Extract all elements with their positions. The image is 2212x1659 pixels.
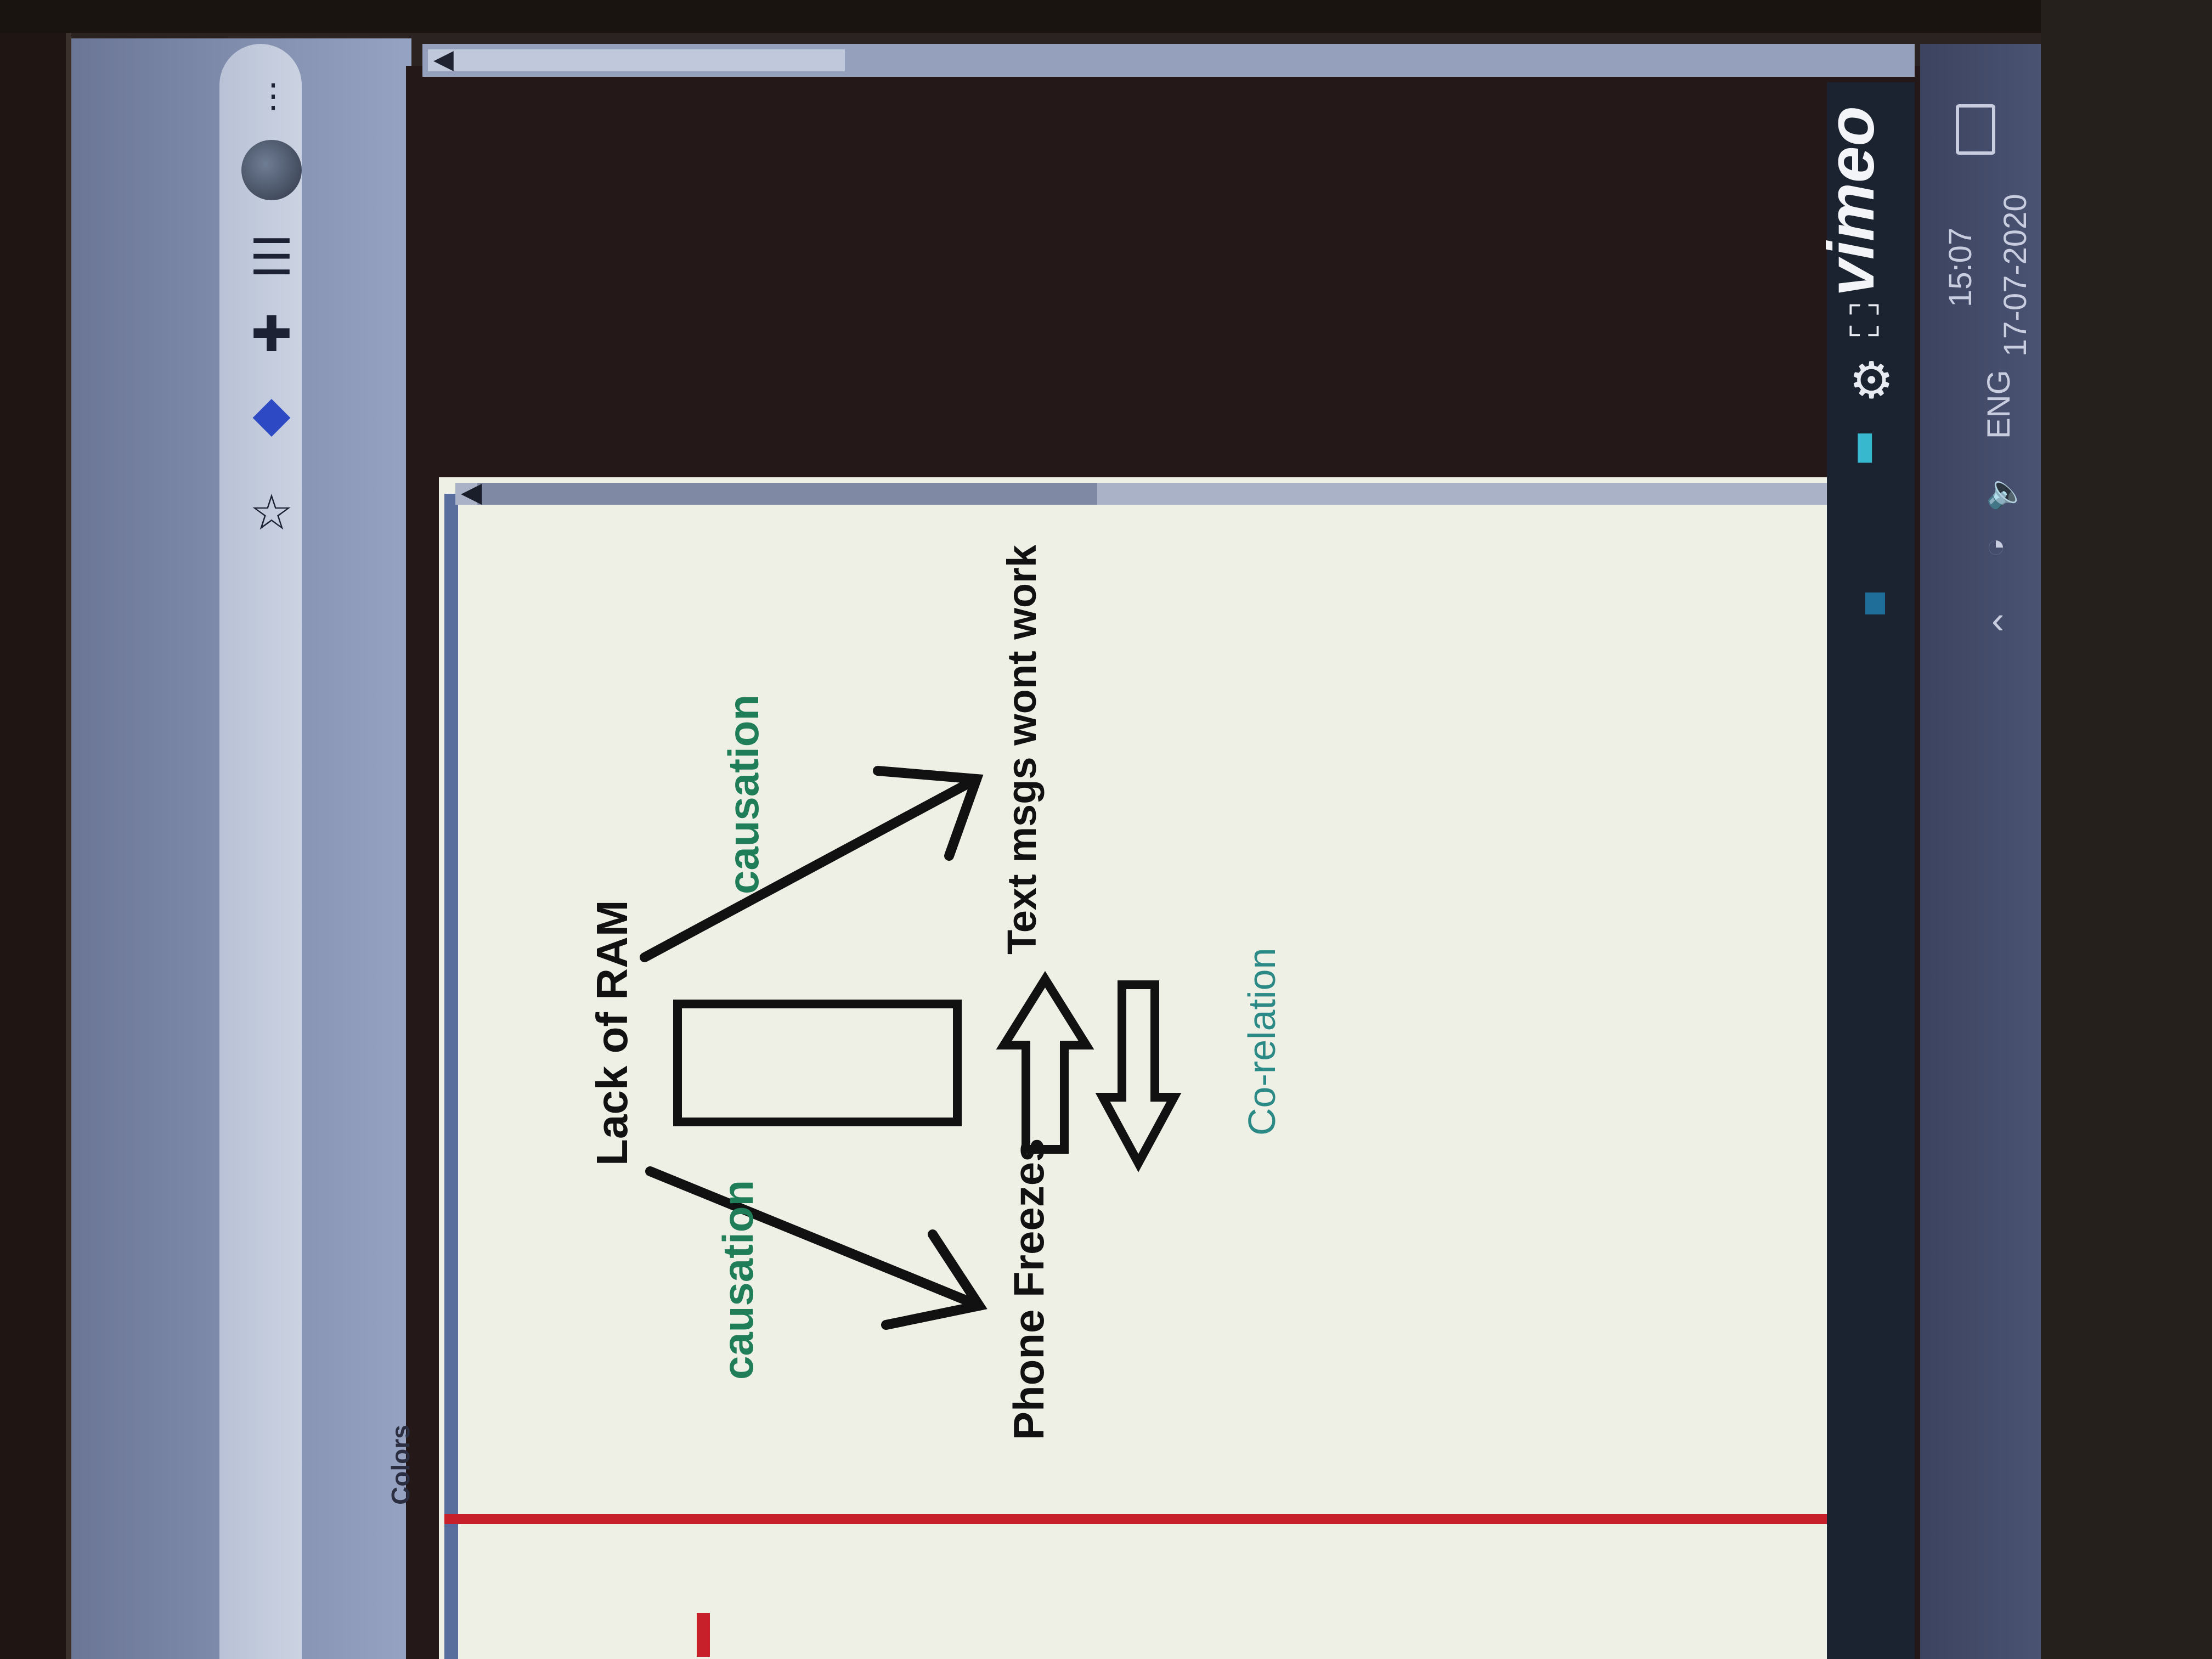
settings-icon[interactable]: ⚙ bbox=[1849, 353, 1894, 409]
taskbar bbox=[1920, 44, 2041, 1659]
fullscreen-icon[interactable]: ⛶ bbox=[1849, 297, 1880, 346]
profile-avatar[interactable] bbox=[241, 140, 302, 200]
red-mark bbox=[697, 1613, 710, 1657]
slide-scroll-arrow-icon[interactable]: ◀ bbox=[461, 477, 482, 507]
menu-icon[interactable]: ⋮ bbox=[257, 77, 290, 114]
clock-time[interactable]: 15:07 bbox=[1943, 227, 1978, 307]
quality-icon[interactable]: ▮ bbox=[1854, 424, 1876, 466]
relation-label: Co-relation bbox=[1240, 947, 1283, 1136]
volume-slider[interactable] bbox=[1865, 592, 1885, 614]
language-indicator[interactable]: ENG bbox=[1981, 370, 2017, 439]
node-text-msgs: Text msgs wont work bbox=[999, 545, 1045, 955]
extension-icon[interactable]: ◆ bbox=[252, 387, 291, 442]
device-bezel-top bbox=[0, 0, 2212, 33]
extensions-icon[interactable]: ✚ bbox=[251, 307, 292, 362]
presentation-slide bbox=[439, 477, 1843, 1659]
clock-date[interactable]: 17-07-2020 bbox=[1997, 194, 2033, 357]
address-bar[interactable] bbox=[219, 44, 302, 1659]
tray-chevron-icon[interactable]: ‹ bbox=[1991, 599, 2005, 641]
arrow-up-icon bbox=[996, 970, 1094, 1154]
slide-scrollbar-thumb[interactable] bbox=[477, 483, 1097, 505]
edge-label-causation-bottom: causation bbox=[714, 1180, 762, 1380]
arrow-down-icon bbox=[1095, 980, 1182, 1172]
wifi-icon[interactable]: ◔ bbox=[1986, 527, 2006, 564]
slide-border bbox=[444, 494, 458, 1659]
arrow-causation-top bbox=[640, 766, 984, 962]
notification-icon[interactable] bbox=[1956, 104, 1995, 155]
arrow-causation-bottom bbox=[645, 1166, 988, 1330]
red-divider-line bbox=[444, 1514, 1827, 1524]
edge-label-causation-top: causation bbox=[719, 694, 768, 894]
scrollbar-thumb[interactable] bbox=[428, 49, 845, 71]
node-phone-freezes: Phone Freezes bbox=[1005, 1138, 1053, 1440]
reading-list-icon[interactable]: ☰ bbox=[249, 230, 294, 285]
device-bezel-right bbox=[2041, 0, 2212, 1659]
vimeo-logo[interactable]: vimeo bbox=[1814, 106, 1888, 296]
node-lack-of-ram: Lack of RAM bbox=[588, 900, 636, 1166]
scroll-arrow-icon[interactable]: ◀ bbox=[433, 45, 454, 74]
rectangle-shape bbox=[673, 1000, 962, 1126]
player-controls bbox=[1827, 82, 1915, 1659]
volume-icon[interactable]: 🔈 bbox=[1986, 473, 2027, 510]
bookmark-star-icon[interactable]: ☆ bbox=[249, 486, 294, 540]
